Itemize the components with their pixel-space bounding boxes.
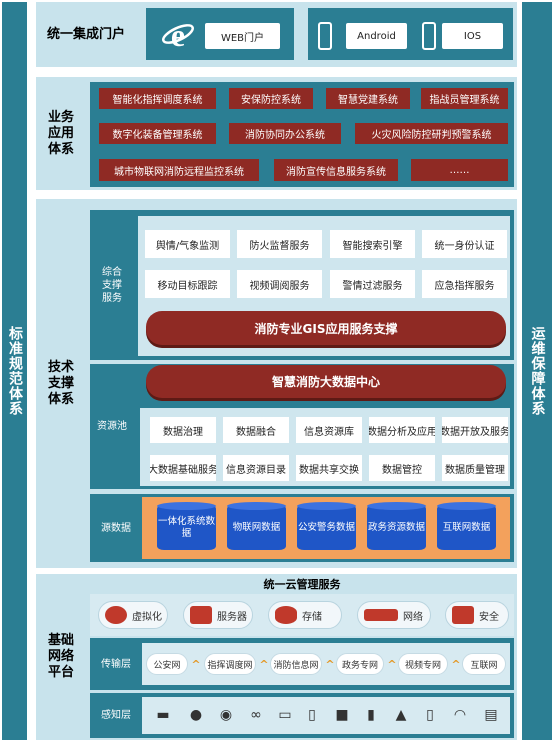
service-label: 网络 [403, 611, 423, 623]
source-label: 源数据 [101, 522, 131, 534]
storage-icon [275, 606, 297, 624]
service-label: 服务器 [217, 611, 247, 623]
biz-item[interactable]: …… [411, 159, 508, 181]
business-label: 业务应用体系 [47, 109, 74, 157]
network-switch-icon [364, 609, 398, 621]
ie-icon: e [161, 17, 195, 53]
device-icon: ▮ [367, 707, 375, 723]
bike-icon: ∞ [250, 707, 262, 723]
bigdata-center-bar[interactable]: 智慧消防大数据中心 [146, 365, 506, 398]
pool-item[interactable]: 数据共享交换 [296, 455, 362, 481]
support-label: 综合支撑服务 [102, 266, 122, 304]
android-button[interactable]: Android [346, 23, 407, 49]
firewall-icon [452, 606, 474, 624]
source-db[interactable]: 互联网数据 [437, 502, 496, 550]
side-right-operations: 运维保障体系 [522, 2, 552, 740]
network-cloud[interactable]: 指挥调度网 [204, 653, 256, 675]
support-item[interactable]: 智能搜索引擎 [330, 230, 415, 258]
transport-label: 传输层 [101, 658, 131, 670]
sensor-box-icon: ■ [335, 707, 349, 723]
gis-service-bar[interactable]: 消防专业GIS应用服务支撑 [146, 311, 506, 345]
network-cloud[interactable]: 政务专网 [336, 653, 384, 675]
wifi-icon: ◠ [453, 707, 467, 723]
service-security[interactable]: 安全 [445, 601, 509, 629]
svg-text:e: e [171, 17, 185, 51]
service-virtualization[interactable]: 虚拟化 [98, 601, 168, 629]
chevron-icon: ^ [259, 657, 269, 671]
portal-label: 统一集成门户 [46, 26, 125, 42]
service-label: 虚拟化 [132, 611, 162, 623]
tech-label: 技术支撑体系 [47, 359, 74, 407]
thermometer-icon: ● [189, 707, 203, 723]
web-portal-button[interactable]: WEB门户 [205, 23, 280, 49]
pool-item[interactable]: 数据管控 [369, 455, 435, 481]
biz-item[interactable]: 城市物联网消防远程监控系统 [99, 159, 259, 181]
phone-icon: ▯ [426, 707, 434, 723]
biz-item[interactable]: 数字化装备管理系统 [99, 123, 216, 144]
service-network[interactable]: 网络 [357, 601, 431, 629]
service-label: 安全 [479, 611, 499, 623]
pool-item[interactable]: 信息资源库 [296, 417, 362, 443]
support-item[interactable]: 视频调阅服务 [237, 270, 322, 298]
car-icon: ▲ [395, 707, 407, 723]
alarm-panel-icon: ▯ [308, 707, 316, 723]
pool-item[interactable]: 信息资源目录 [223, 455, 289, 481]
id-card-icon: ▤ [484, 707, 498, 723]
ios-button[interactable]: IOS [442, 23, 503, 49]
pool-item[interactable]: 数据分析及应用 [369, 417, 435, 443]
biz-item[interactable]: 消防协同办公系统 [229, 123, 341, 144]
pool-item[interactable]: 数据治理 [150, 417, 216, 443]
chevron-icon: ^ [387, 657, 397, 671]
network-cloud[interactable]: 消防信息网 [270, 653, 322, 675]
biz-item[interactable]: 智能化指挥调度系统 [99, 88, 216, 109]
chevron-icon: ^ [325, 657, 335, 671]
service-servers[interactable]: 服务器 [183, 601, 253, 629]
ios-phone-icon [422, 22, 436, 50]
virtualization-icon [105, 606, 127, 624]
truck-icon: ▭ [278, 707, 292, 723]
pool-item[interactable]: 数据开放及服务 [442, 417, 508, 443]
support-item[interactable]: 警情过滤服务 [330, 270, 415, 298]
chevron-icon: ^ [451, 657, 461, 671]
pool-label: 资源池 [97, 421, 127, 432]
biz-item[interactable]: 智慧党建系统 [326, 88, 410, 109]
support-item[interactable]: 防火监督服务 [237, 230, 322, 258]
support-item[interactable]: 应急指挥服务 [422, 270, 507, 298]
pool-item[interactable]: 数据质量管理 [442, 455, 508, 481]
chevron-icon: ^ [191, 657, 201, 671]
biz-item[interactable]: 消防宣传信息服务系统 [274, 159, 398, 181]
perception-label: 感知层 [101, 710, 131, 721]
side-left-standards: 标准规范体系 [2, 2, 27, 740]
support-item[interactable]: 舆情/气象监测 [145, 230, 230, 258]
camera-icon: ▬ [156, 707, 170, 723]
source-db[interactable]: 政务资源数据 [367, 502, 426, 550]
source-db[interactable]: 公安警务数据 [297, 502, 356, 550]
pool-item[interactable]: 数据融合 [223, 417, 289, 443]
biz-item[interactable]: 指战员管理系统 [421, 88, 508, 109]
support-item[interactable]: 移动目标跟踪 [145, 270, 230, 298]
biz-item[interactable]: 火灾风险防控研判预警系统 [355, 123, 508, 144]
pool-item[interactable]: 大数据基础服务 [150, 455, 216, 481]
transport-inner [142, 643, 510, 685]
biz-item[interactable]: 安保防控系统 [229, 88, 313, 109]
cloud-title: 统一云管理服务 [263, 578, 341, 591]
network-cloud[interactable]: 视频专网 [398, 653, 448, 675]
service-storage[interactable]: 存储 [268, 601, 342, 629]
support-item[interactable]: 统一身份认证 [422, 230, 507, 258]
perception-inner [142, 697, 510, 734]
infra-label: 基础网络平台 [47, 633, 74, 680]
service-label: 存储 [302, 611, 322, 623]
network-cloud[interactable]: 互联网 [462, 653, 506, 675]
android-phone-icon [318, 22, 332, 50]
source-db[interactable]: 一体化系统数据 [157, 502, 216, 550]
network-cloud[interactable]: 公安网 [146, 653, 188, 675]
server-icon [190, 606, 212, 624]
source-db[interactable]: 物联网数据 [227, 502, 286, 550]
smoke-detector-icon: ◉ [219, 707, 233, 723]
